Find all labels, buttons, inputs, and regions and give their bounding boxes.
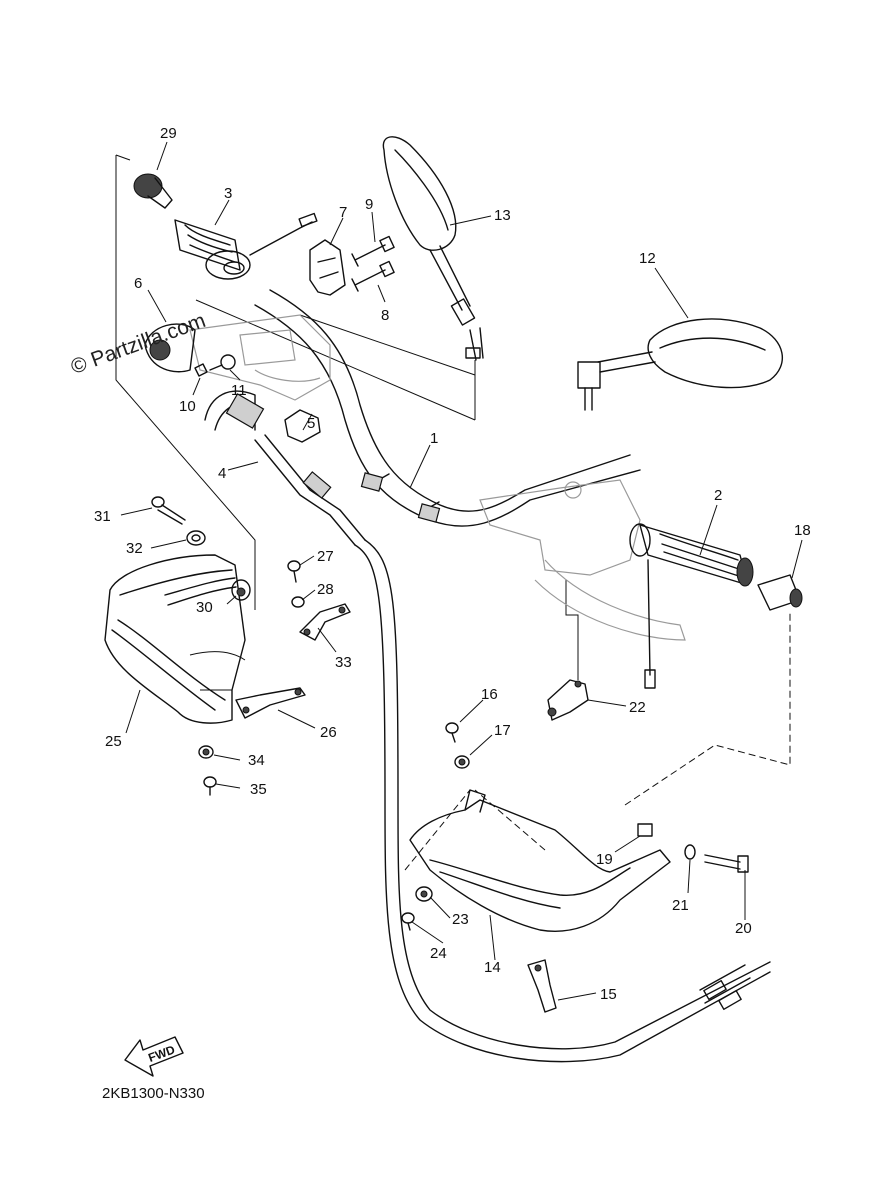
screw-35[interactable] xyxy=(203,776,217,796)
assembly-guide-lines xyxy=(115,154,791,871)
collar-19[interactable] xyxy=(637,823,653,837)
clamp-6[interactable] xyxy=(144,323,196,373)
callout-34: 34 xyxy=(248,752,265,769)
left-switch-housing-ghost xyxy=(189,314,331,401)
callout-17: 17 xyxy=(494,722,511,739)
callout-4: 4 xyxy=(218,465,226,482)
callout-10: 10 xyxy=(179,398,196,415)
stay-26[interactable] xyxy=(235,687,306,719)
callout-1: 1 xyxy=(430,430,438,447)
collar-34[interactable] xyxy=(198,745,214,759)
callout-2: 2 xyxy=(714,487,722,504)
screw-11[interactable] xyxy=(209,354,236,371)
throttle-grip[interactable] xyxy=(174,212,318,280)
washer-32[interactable] xyxy=(186,530,206,546)
callout-25: 25 xyxy=(105,733,122,750)
mirror-left[interactable] xyxy=(382,136,484,361)
watermark: © Partzilla.com xyxy=(68,309,209,379)
callout-16: 16 xyxy=(481,686,498,703)
callout-7: 7 xyxy=(339,204,347,221)
mirror-right[interactable] xyxy=(577,318,783,411)
collar-23[interactable] xyxy=(415,886,433,902)
diagram-code: 2KB1300-N330 xyxy=(102,1085,205,1102)
grommet-30[interactable] xyxy=(231,579,251,601)
screw-16[interactable] xyxy=(445,722,459,743)
bracket-22[interactable] xyxy=(547,679,589,721)
callout-15: 15 xyxy=(600,986,617,1003)
callout-20: 20 xyxy=(735,920,752,937)
fwd-arrow-icon: FWD xyxy=(124,1036,184,1077)
callout-18: 18 xyxy=(794,522,811,539)
callout-33: 33 xyxy=(335,654,352,671)
callout-6: 6 xyxy=(134,275,142,292)
bolt-9[interactable] xyxy=(351,235,395,267)
callout-22: 22 xyxy=(629,699,646,716)
callout-11: 11 xyxy=(231,382,247,399)
bolt-20[interactable] xyxy=(704,854,749,873)
callout-3: 3 xyxy=(224,185,232,202)
callout-29: 29 xyxy=(160,125,177,142)
leader-lines xyxy=(120,141,803,1001)
cable-guide-5[interactable] xyxy=(284,409,321,443)
collar-28[interactable] xyxy=(291,596,305,608)
callout-13: 13 xyxy=(494,207,511,224)
callout-32: 32 xyxy=(126,540,143,557)
callout-24: 24 xyxy=(430,945,447,962)
bolt-8[interactable] xyxy=(351,260,395,292)
hand-guard[interactable] xyxy=(409,789,671,932)
callout-26: 26 xyxy=(320,724,337,741)
callout-30: 30 xyxy=(196,599,213,616)
callout-12: 12 xyxy=(639,250,656,267)
callout-28: 28 xyxy=(317,581,334,598)
handlebar[interactable] xyxy=(254,289,641,527)
stay-33[interactable] xyxy=(299,603,351,641)
collar-17[interactable] xyxy=(454,755,470,769)
callout-14: 14 xyxy=(484,959,501,976)
screw-27[interactable] xyxy=(287,560,301,583)
right-switch-wire xyxy=(644,559,656,689)
callout-21: 21 xyxy=(672,897,689,914)
callout-9: 9 xyxy=(365,196,373,213)
callout-23: 23 xyxy=(452,911,469,928)
right-grip[interactable] xyxy=(629,523,754,587)
right-lever-housing-ghost xyxy=(479,479,686,641)
callout-8: 8 xyxy=(381,307,389,324)
grip-end-cap-right[interactable] xyxy=(757,574,803,611)
callout-19: 19 xyxy=(596,851,613,868)
headlight-cowl[interactable] xyxy=(104,554,246,724)
bolt-31[interactable] xyxy=(151,496,186,525)
throttle-cable-assembly[interactable] xyxy=(204,390,771,1063)
bracket-15[interactable] xyxy=(527,959,557,1013)
callout-5: 5 xyxy=(307,415,315,432)
callout-27: 27 xyxy=(317,548,334,565)
washer-21[interactable] xyxy=(684,844,696,860)
callout-31: 31 xyxy=(94,508,111,525)
clamp-bracket-7[interactable] xyxy=(309,239,346,296)
callout-35: 35 xyxy=(250,781,267,798)
screw-24[interactable] xyxy=(401,912,415,931)
callout-labels: 1 2 3 4 5 6 7 8 9 10 11 12 13 14 15 16 1… xyxy=(94,125,811,1003)
grip-end-cap-left[interactable] xyxy=(133,173,173,209)
screw-10[interactable] xyxy=(194,363,208,377)
